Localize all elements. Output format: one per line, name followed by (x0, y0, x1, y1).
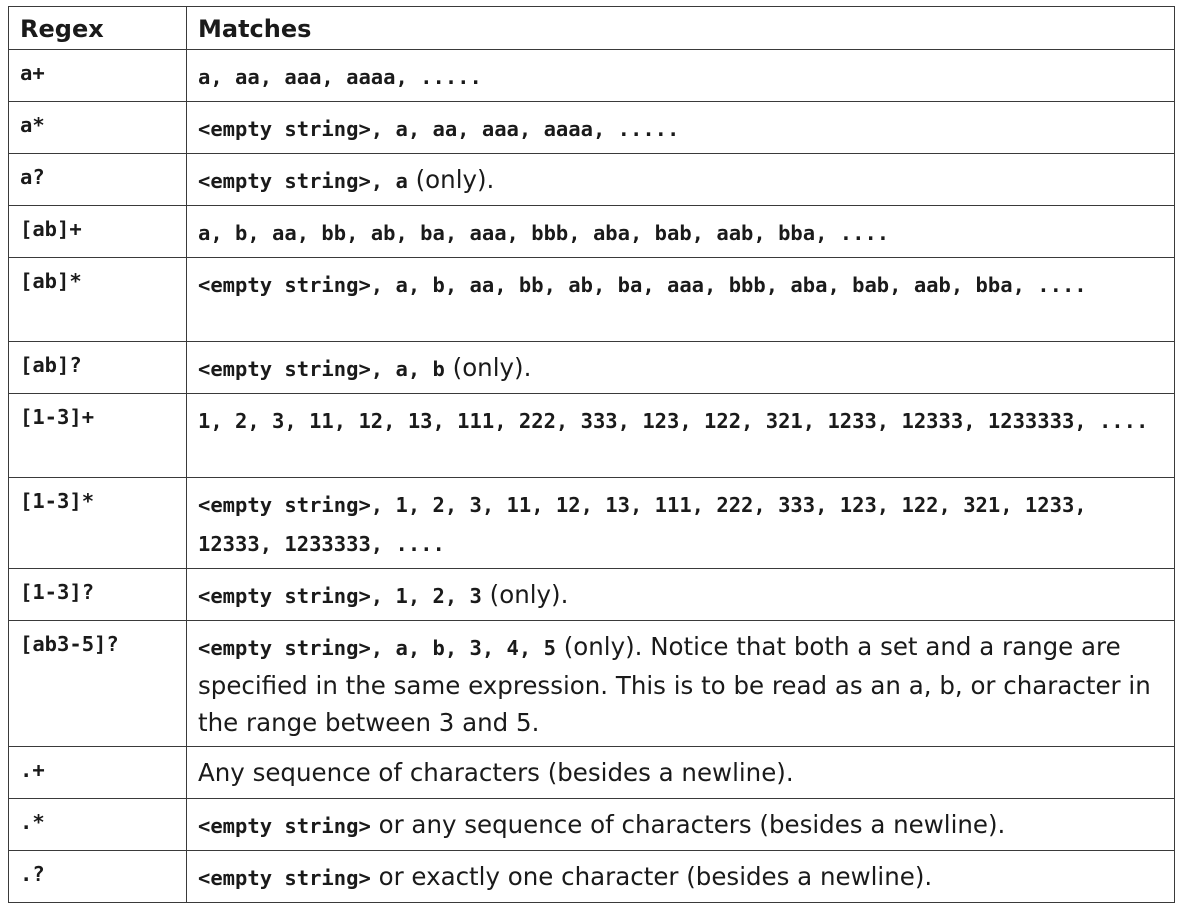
regex-pattern: .+ (20, 758, 45, 782)
table-row: [ab]+ a, b, aa, bb, ab, ba, aaa, bbb, ab… (8, 205, 1175, 258)
matches-cell: <empty string>, a, b, aa, bb, ab, ba, aa… (186, 257, 1175, 342)
regex-pattern: [1-3]* (20, 489, 95, 513)
regex-pattern: [ab]+ (20, 217, 82, 241)
matches-cell: 1, 2, 3, 11, 12, 13, 111, 222, 333, 123,… (186, 393, 1175, 478)
matches-cell: <empty string>, a, b, 3, 4, 5 (only). No… (186, 620, 1175, 747)
matches-cell: <empty string>, a, aa, aaa, aaaa, ..... (186, 101, 1175, 154)
table-row: a* <empty string>, a, aa, aaa, aaaa, ...… (8, 101, 1175, 154)
regex-cell: [1-3]? (8, 568, 187, 621)
matches-cell: <empty string> or any sequence of charac… (186, 798, 1175, 851)
matches-code: a, aa, aaa, aaaa, ..... (198, 65, 482, 89)
table-row: .* <empty string> or any sequence of cha… (8, 798, 1175, 851)
table-row: [1-3]+ 1, 2, 3, 11, 12, 13, 111, 222, 33… (8, 393, 1175, 478)
regex-pattern: .? (20, 862, 45, 886)
table-row: [ab]* <empty string>, a, b, aa, bb, ab, … (8, 257, 1175, 342)
regex-pattern: a? (20, 165, 45, 189)
regex-cell: [1-3]* (8, 477, 187, 569)
table-row: [1-3]? <empty string>, 1, 2, 3 (only). (8, 568, 1175, 621)
regex-cell: a+ (8, 49, 187, 102)
regex-column-header: Regex (8, 6, 187, 50)
matches-text: or any sequence of characters (besides a… (370, 810, 1006, 839)
matches-cell: a, b, aa, bb, ab, ba, aaa, bbb, aba, bab… (186, 205, 1175, 258)
matches-code: <empty string>, 1, 2, 3, 11, 12, 13, 111… (198, 493, 1087, 556)
table-row: .+ Any sequence of characters (besides a… (8, 746, 1175, 799)
table-row: .? <empty string> or exactly one charact… (8, 850, 1175, 903)
matches-column-header: Matches (186, 6, 1175, 50)
matches-text: Any sequence of characters (besides a ne… (198, 758, 794, 787)
regex-pattern: a* (20, 113, 45, 137)
regex-cell: a? (8, 153, 187, 206)
regex-cell: .* (8, 798, 187, 851)
matches-code: <empty string>, 1, 2, 3 (198, 584, 482, 608)
matches-cell: a, aa, aaa, aaaa, ..... (186, 49, 1175, 102)
table-row: [1-3]* <empty string>, 1, 2, 3, 11, 12, … (8, 477, 1175, 569)
table-header-row: Regex Matches (8, 6, 1175, 50)
matches-text: (only). Notice that both a set and a ran… (198, 632, 1151, 737)
regex-pattern: [ab3-5]? (20, 632, 119, 656)
table-row: a? <empty string>, a (only). (8, 153, 1175, 206)
matches-cell: <empty string>, a (only). (186, 153, 1175, 206)
matches-code: <empty string>, a, b, 3, 4, 5 (198, 636, 556, 660)
matches-code: <empty string>, a, aa, aaa, aaaa, ..... (198, 117, 680, 141)
matches-text: (only). (481, 580, 569, 609)
regex-cell: [1-3]+ (8, 393, 187, 478)
matches-cell: <empty string>, 1, 2, 3, 11, 12, 13, 111… (186, 477, 1175, 569)
regex-cell: [ab3-5]? (8, 620, 187, 747)
matches-cell: <empty string>, 1, 2, 3 (only). (186, 568, 1175, 621)
regex-cell: [ab]+ (8, 205, 187, 258)
regex-pattern: [1-3]? (20, 580, 95, 604)
regex-cell: [ab]* (8, 257, 187, 342)
regex-pattern: [ab]* (20, 269, 82, 293)
matches-text: (only). (407, 165, 495, 194)
matches-text: or exactly one character (besides a newl… (370, 862, 933, 891)
regex-matches-table: Regex Matches a+ a, aa, aaa, aaaa, .....… (8, 6, 1175, 903)
table-row: [ab]? <empty string>, a, b (only). (8, 341, 1175, 394)
regex-cell: .? (8, 850, 187, 903)
matches-code: <empty string>, a, b, aa, bb, ab, ba, aa… (198, 273, 1087, 297)
matches-cell: <empty string>, a, b (only). (186, 341, 1175, 394)
table-row: a+ a, aa, aaa, aaaa, ..... (8, 49, 1175, 102)
matches-code: 1, 2, 3, 11, 12, 13, 111, 222, 333, 123,… (198, 409, 1149, 433)
matches-code: <empty string> (198, 866, 371, 890)
regex-pattern: [ab]? (20, 353, 82, 377)
regex-pattern: a+ (20, 61, 45, 85)
matches-code: <empty string>, a (198, 169, 408, 193)
matches-code: <empty string> (198, 814, 371, 838)
matches-cell: <empty string> or exactly one character … (186, 850, 1175, 903)
table-body: a+ a, aa, aaa, aaaa, ..... a* <empty str… (8, 49, 1175, 903)
matches-code: a, b, aa, bb, ab, ba, aaa, bbb, aba, bab… (198, 221, 890, 245)
regex-pattern: .* (20, 810, 45, 834)
matches-cell: Any sequence of characters (besides a ne… (186, 746, 1175, 799)
regex-cell: a* (8, 101, 187, 154)
matches-code: <empty string>, a, b (198, 357, 445, 381)
regex-pattern: [1-3]+ (20, 405, 95, 429)
regex-cell: .+ (8, 746, 187, 799)
regex-cell: [ab]? (8, 341, 187, 394)
matches-text: (only). (444, 353, 532, 382)
table-row: [ab3-5]? <empty string>, a, b, 3, 4, 5 (… (8, 620, 1175, 747)
